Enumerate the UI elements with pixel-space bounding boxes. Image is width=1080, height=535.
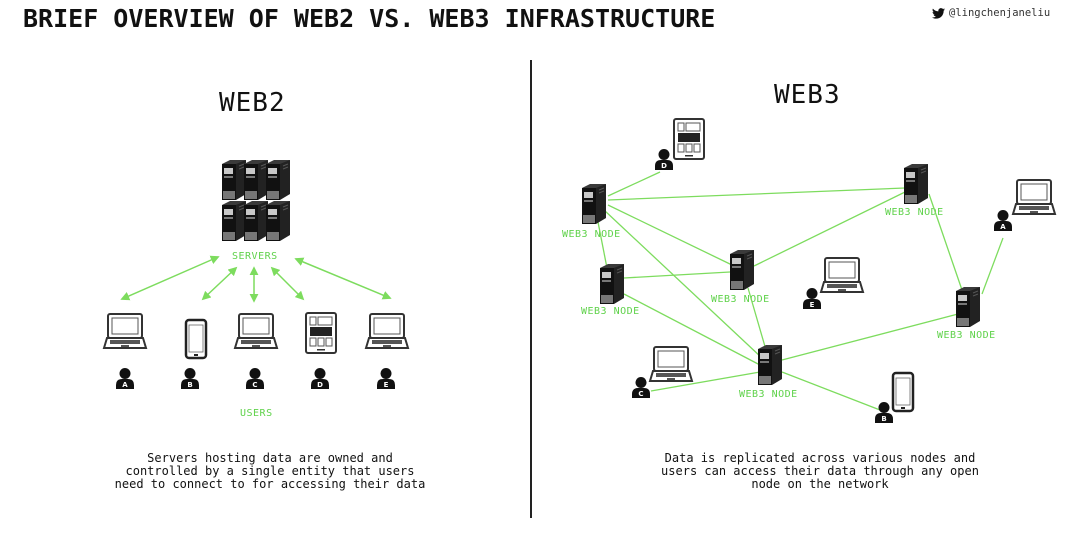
- user-d-icon: D: [655, 149, 673, 170]
- section-divider: [530, 60, 532, 518]
- web3-node-label-6: WEB3 NODE: [937, 330, 996, 341]
- web3-node-4-icon: [729, 249, 755, 291]
- connection-line: [603, 209, 763, 359]
- laptop-icon: [103, 313, 147, 349]
- users-label: USERS: [240, 408, 273, 419]
- user-letter: C: [252, 381, 257, 389]
- web3-node-label-2: WEB3 NODE: [885, 207, 944, 218]
- web3-node-3-icon: [599, 263, 625, 305]
- laptop-icon: [649, 346, 693, 382]
- server-icon: [265, 200, 291, 242]
- user-letter: C: [638, 390, 643, 398]
- user-c-icon: C: [632, 377, 650, 398]
- phone-icon: [184, 318, 208, 360]
- arrow-user-b: [201, 266, 238, 301]
- user-b-icon: B: [181, 368, 199, 389]
- user-e-icon: E: [803, 288, 821, 309]
- user-letter: E: [810, 301, 815, 309]
- connection-line: [597, 221, 608, 269]
- server-icon: [221, 200, 247, 242]
- connection-line: [623, 271, 731, 279]
- connection-line: [607, 204, 733, 266]
- web3-heading: WEB3: [774, 80, 841, 110]
- laptop-icon: [820, 257, 864, 293]
- web3-users: D A E C B: [632, 118, 1056, 423]
- web3-caption: Data is replicated across various nodes …: [661, 451, 979, 491]
- web3-connections: [597, 171, 1004, 411]
- user-letter: B: [881, 415, 886, 423]
- user-letter: A: [122, 381, 128, 389]
- author-credit[interactable]: @lingchenjaneliu: [932, 7, 1050, 19]
- web3-node-1-icon: [581, 183, 607, 225]
- web3-node-label-3: WEB3 NODE: [581, 306, 640, 317]
- laptop-icon: [365, 313, 409, 349]
- user-d-icon: D: [311, 368, 329, 389]
- user-letter: D: [317, 381, 323, 389]
- server-icon: [243, 200, 269, 242]
- web3-node-6-icon: [955, 286, 981, 328]
- server-icon: [243, 159, 269, 201]
- tablet-icon: [673, 118, 705, 160]
- connection-line: [753, 191, 906, 267]
- web3-node-2-icon: [903, 163, 929, 205]
- connection-line: [607, 171, 661, 197]
- server-icon: [265, 159, 291, 201]
- arrow-user-a: [120, 255, 220, 301]
- connection-line: [781, 371, 881, 411]
- user-letter: E: [384, 381, 389, 389]
- page-title: BRIEF OVERVIEW OF WEB2 VS. WEB3 INFRASTR…: [23, 4, 716, 33]
- web2-arrows: [120, 255, 392, 303]
- server-icon: [221, 159, 247, 201]
- web2-caption: Servers hosting data are owned and contr…: [114, 451, 426, 491]
- user-a-icon: A: [116, 368, 134, 389]
- user-a-icon: A: [994, 210, 1012, 231]
- connection-line: [607, 187, 906, 201]
- servers-label: SERVERS: [232, 251, 278, 262]
- web2-users: A B C D E: [103, 312, 409, 389]
- connection-line: [650, 371, 761, 392]
- user-e-icon: E: [377, 368, 395, 389]
- connection-line: [747, 287, 767, 351]
- web3-node-label-4: WEB3 NODE: [711, 294, 770, 305]
- tablet-icon: [305, 312, 337, 354]
- connection-line: [623, 293, 761, 366]
- web3-nodes: [581, 163, 981, 386]
- author-handle: @lingchenjaneliu: [949, 7, 1051, 19]
- laptop-icon: [234, 313, 278, 349]
- user-c-icon: C: [246, 368, 264, 389]
- web3-node-5-icon: [757, 344, 783, 386]
- user-letter: A: [1000, 223, 1006, 231]
- web2-heading: WEB2: [219, 88, 286, 118]
- connection-line: [781, 313, 959, 361]
- web2-server-cluster: [221, 159, 291, 242]
- user-letter: D: [661, 162, 667, 170]
- laptop-icon: [1012, 179, 1056, 215]
- arrow-user-d: [270, 266, 305, 301]
- twitter-bird-icon: [932, 7, 945, 19]
- phone-icon: [891, 371, 915, 413]
- user-b-icon: B: [875, 402, 893, 423]
- user-letter: B: [187, 381, 192, 389]
- web3-node-label-5: WEB3 NODE: [739, 389, 798, 400]
- connection-line: [981, 237, 1004, 295]
- connection-line: [928, 193, 963, 291]
- web3-node-label-1: WEB3 NODE: [562, 229, 621, 240]
- arrow-user-e: [294, 257, 392, 300]
